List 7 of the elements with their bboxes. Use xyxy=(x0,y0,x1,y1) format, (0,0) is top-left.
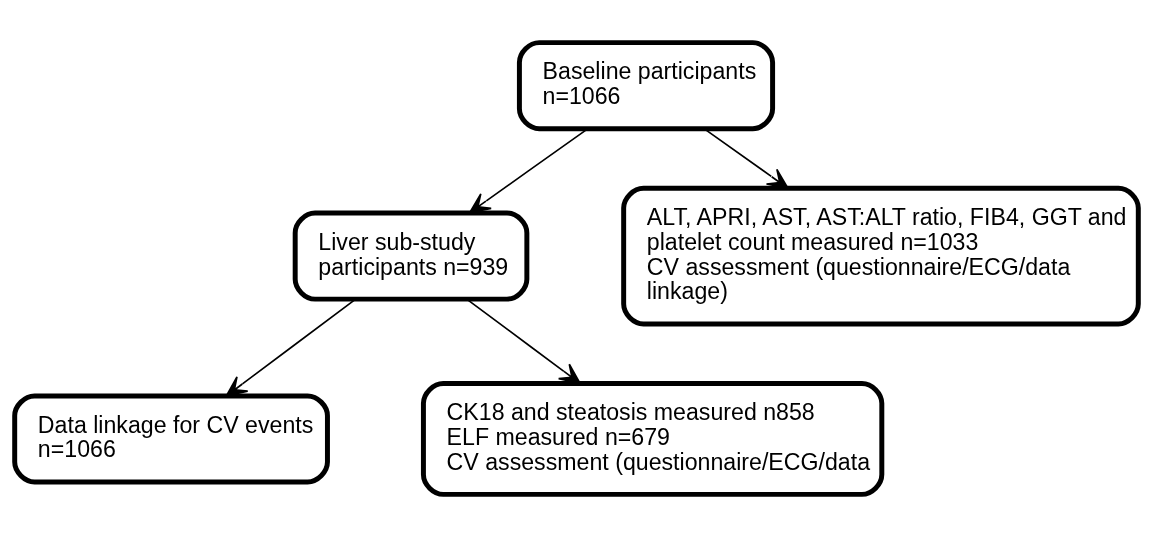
node-box: Baseline participants n=1066 xyxy=(516,40,776,132)
node-box: Data linkage for CV events n=1066 xyxy=(12,393,330,485)
arrow xyxy=(225,298,357,397)
arrow xyxy=(468,128,589,214)
node-box: ALT, APRI, AST, AST:ALT ratio, FIB4, GGT and platelet count measured n=1033 CV assessment (questionnaire/ECG/data linkage) xyxy=(621,185,1141,327)
node-box: Liver sub-study participants n=939 xyxy=(292,210,530,302)
node-box: CK18 and steatosis measured n858 ELF measured n=679 CV assessment (questionnaire/ECG/data xyxy=(420,381,885,497)
